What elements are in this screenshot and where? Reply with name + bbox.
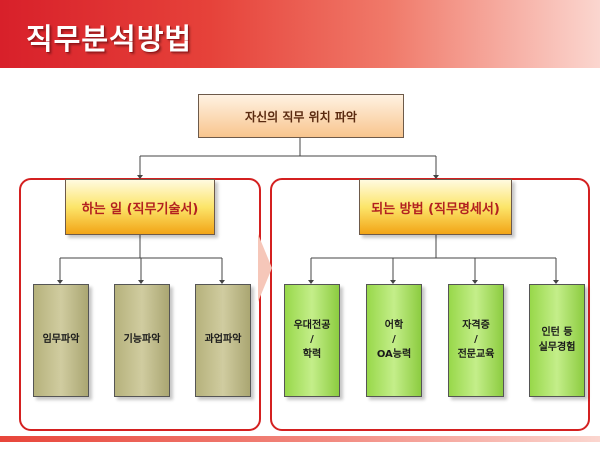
job-description-box: 하는 일 (직무기술서): [65, 179, 215, 235]
job-specification-box: 되는 방법 (직무명세서): [359, 179, 512, 235]
major-education-box: 우대전공 / 학력: [284, 284, 340, 397]
page-title: 직무분석방법: [26, 22, 193, 56]
certification-box: 자격증 / 전문교육: [448, 284, 504, 397]
function-analysis-box: 기능파악: [114, 284, 170, 397]
title-banner: 직무분석방법: [0, 0, 600, 68]
footer-bar: [0, 436, 600, 442]
internship-box: 인턴 등 실무경험: [529, 284, 585, 397]
duty-analysis-box: 임무파악: [33, 284, 89, 397]
task-analysis-box: 과업파악: [195, 284, 251, 397]
arrow-right-icon: [258, 234, 272, 302]
job-position-box: 자신의 직무 위치 파악: [198, 94, 404, 138]
language-oa-box: 어학 / OA능력: [366, 284, 422, 397]
